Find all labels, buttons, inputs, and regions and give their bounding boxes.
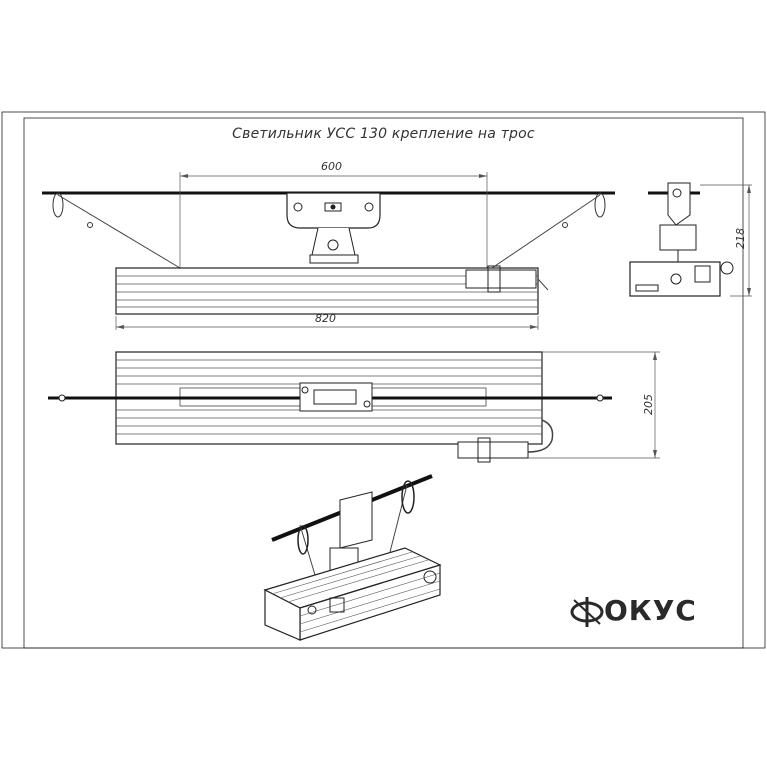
front-connector [465,269,537,289]
front-view [42,172,615,330]
sheet-frame-inner [23,117,744,649]
front-bracket-stem [311,227,356,256]
top-bracket [299,382,373,412]
dim-label-218: 218 [734,228,747,249]
iso-hook-left [297,525,309,555]
brand-logo: ОКУС [570,594,720,630]
top-view [48,351,660,463]
brand-logo-text: ОКУС [604,594,697,627]
side-body [629,261,721,297]
isometric-view [263,474,442,641]
fokus-logo-icon [570,597,604,627]
front-wire-left [57,194,181,269]
dim-label-600: 600 [321,160,342,173]
top-connector [457,441,529,459]
drawing-title: Светильник УСС 130 крепление на трос [232,126,535,142]
dim-label-820: 820 [315,312,336,325]
front-hook-left [52,192,64,218]
side-view [629,182,752,297]
dim-label-205: 205 [642,394,655,415]
front-hook-right [594,192,606,218]
iso-bracket [339,491,373,549]
iso-hook-right [401,480,415,514]
front-wire-right [491,194,601,269]
